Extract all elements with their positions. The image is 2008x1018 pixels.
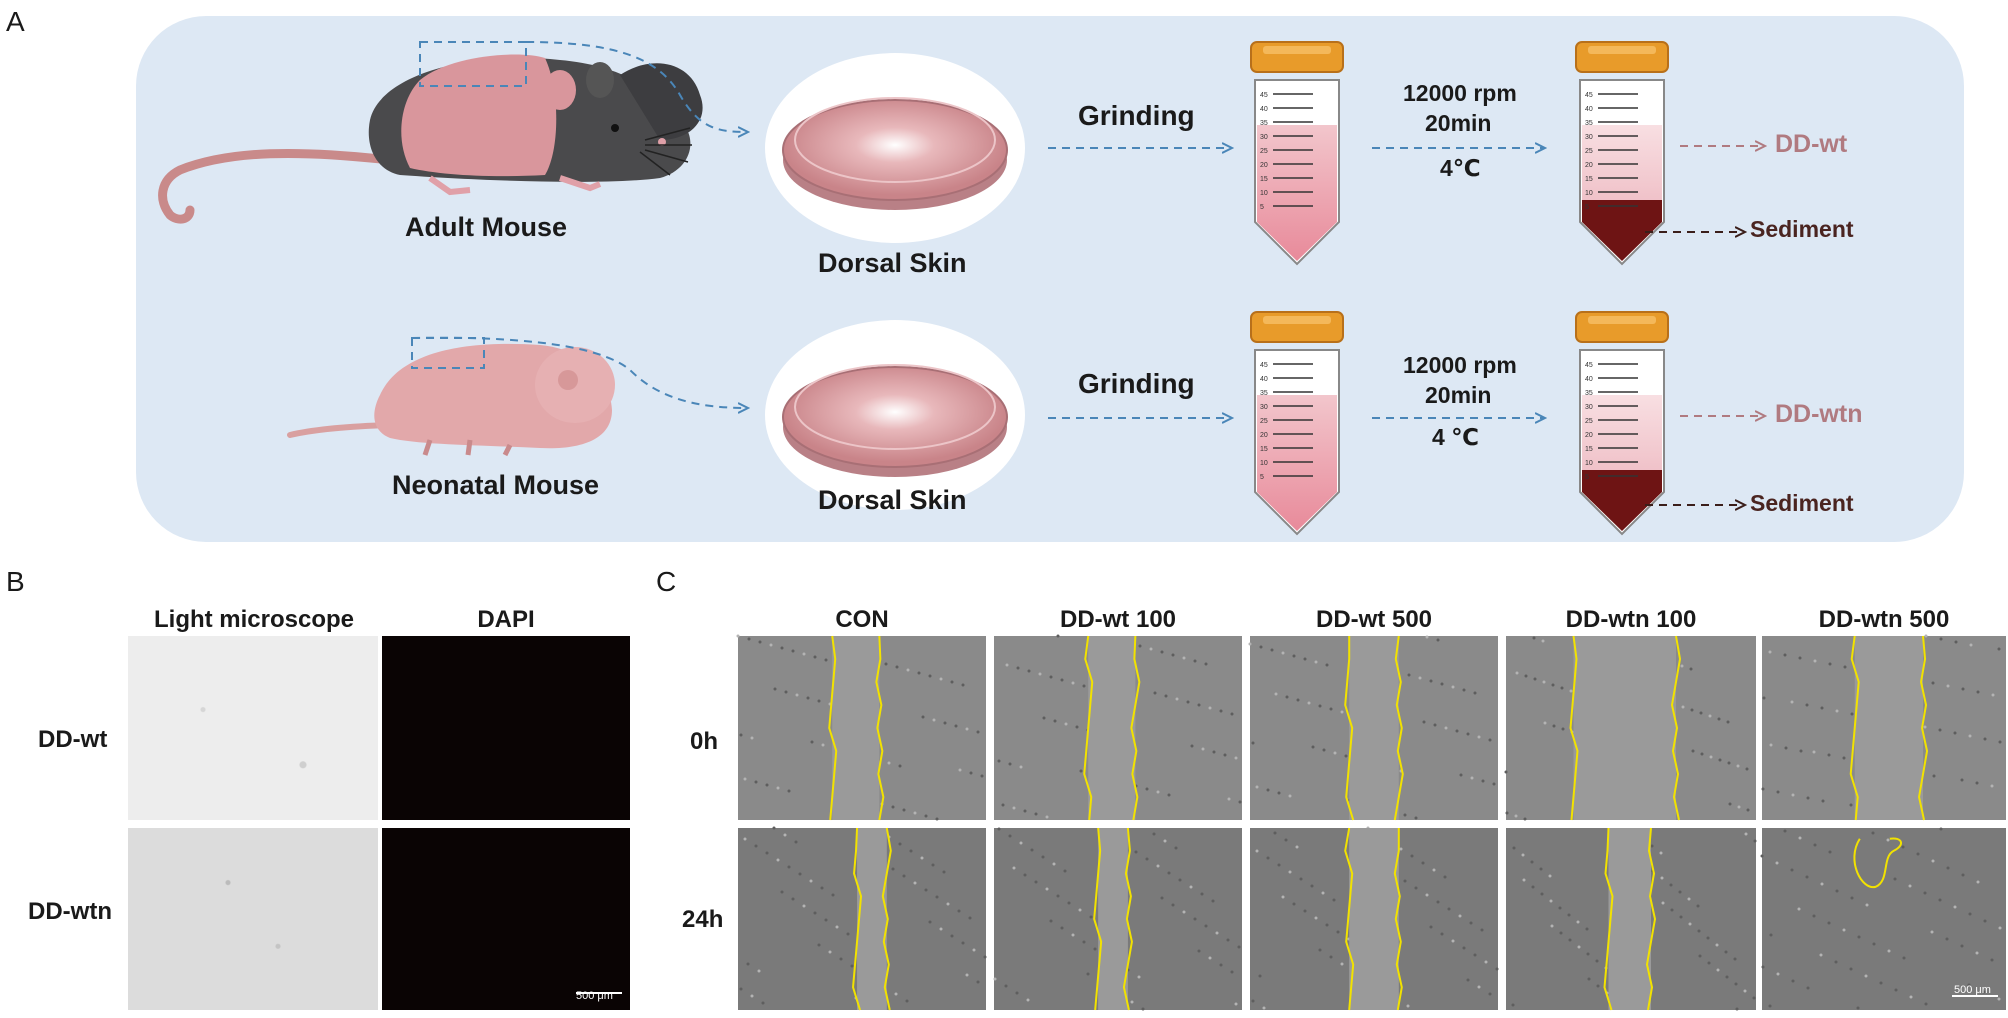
panel-b-col-dapi: DAPI bbox=[477, 606, 535, 633]
wound-image-0h-4 bbox=[1761, 634, 2006, 821]
svg-text:25: 25 bbox=[1585, 418, 1593, 425]
svg-text:35: 35 bbox=[1585, 390, 1593, 397]
adult-spin-speed: 12000 rpm bbox=[1403, 80, 1517, 106]
petri-dish-neonatal bbox=[765, 320, 1025, 510]
svg-text:15: 15 bbox=[1585, 176, 1593, 183]
neonatal-spin-time: 20min bbox=[1425, 382, 1492, 408]
svg-text:20: 20 bbox=[1585, 432, 1593, 439]
svg-text:10: 10 bbox=[1260, 460, 1268, 467]
svg-text:30: 30 bbox=[1260, 134, 1268, 141]
neonatal-dorsal-skin-label: Dorsal Skin bbox=[818, 485, 967, 515]
svg-text:40: 40 bbox=[1260, 106, 1268, 113]
dd-wt-output-label: DD-wt bbox=[1775, 130, 1848, 158]
panel-label-b: B bbox=[6, 566, 25, 597]
svg-text:30: 30 bbox=[1585, 134, 1593, 141]
adult-mouse-label: Adult Mouse bbox=[405, 212, 567, 242]
tube-neonatal-centrifuged: 45 40 35 30 25 20 15 10 5 bbox=[1575, 311, 1669, 536]
panel-b-scale-label: 500 μm bbox=[576, 990, 613, 1002]
svg-text:25: 25 bbox=[1260, 148, 1268, 155]
svg-text:35: 35 bbox=[1260, 390, 1268, 397]
tube-neonatal-lysate: 45 40 35 30 25 20 15 10 5 bbox=[1250, 311, 1344, 536]
neonatal-mouse-illustration bbox=[287, 343, 615, 457]
tube-adult-lysate: 45 40 35 30 25 20 15 10 5 bbox=[1250, 41, 1344, 266]
wound-image-0h-3 bbox=[1504, 635, 1756, 821]
wound-image-24h-4 bbox=[1760, 827, 2006, 1010]
adult-to-dish-arrow bbox=[525, 41, 748, 132]
adult-dorsal-skin-label: Dorsal Skin bbox=[818, 248, 967, 278]
light-microscope-image-ddwt bbox=[128, 636, 378, 820]
svg-text:35: 35 bbox=[1585, 120, 1593, 127]
svg-text:25: 25 bbox=[1585, 148, 1593, 155]
panel-c-col-3: DD-wtn 100 bbox=[1565, 606, 1697, 633]
svg-text:45: 45 bbox=[1260, 92, 1268, 99]
panel-b-row-ddwtn: DD-wtn bbox=[28, 898, 112, 925]
svg-text:20: 20 bbox=[1260, 432, 1268, 439]
wound-image-24h-0 bbox=[738, 826, 987, 1011]
svg-text:25: 25 bbox=[1260, 418, 1268, 425]
svg-text:45: 45 bbox=[1585, 362, 1593, 369]
svg-text:30: 30 bbox=[1260, 404, 1268, 411]
adult-mouse-illustration bbox=[158, 54, 703, 224]
tube-adult-centrifuged: 45 40 35 30 25 20 15 10 5 bbox=[1575, 41, 1669, 266]
svg-text:20: 20 bbox=[1585, 162, 1593, 169]
panel-label-c: C bbox=[656, 566, 677, 597]
neonatal-mouse-label: Neonatal Mouse bbox=[392, 470, 600, 500]
svg-text:10: 10 bbox=[1585, 190, 1593, 197]
wound-image-24h-2 bbox=[1250, 826, 1499, 1011]
adult-sediment-label: Sediment bbox=[1750, 216, 1854, 242]
panel-label-a: A bbox=[6, 6, 25, 37]
panel-c-row-0h: 0h bbox=[690, 728, 719, 755]
panel-c-col-0: CON bbox=[835, 606, 889, 633]
adult-spin-time: 20min bbox=[1425, 110, 1492, 136]
centrifuge-tubes: 45 40 35 30 25 20 15 10 5 45 40 35 30 25 20 15 10 5 45 40 35… bbox=[1250, 41, 1669, 536]
svg-text:30: 30 bbox=[1585, 404, 1593, 411]
svg-text:5: 5 bbox=[1585, 474, 1589, 481]
svg-text:45: 45 bbox=[1585, 92, 1593, 99]
dd-wtn-output-label: DD-wtn bbox=[1775, 400, 1863, 428]
neonatal-grinding-label: Grinding bbox=[1078, 368, 1195, 399]
svg-text:35: 35 bbox=[1260, 120, 1268, 127]
neonatal-spin-speed: 12000 rpm bbox=[1403, 352, 1517, 378]
panel-a-diagram: 45 40 35 30 25 20 15 10 5 45 40 35 30 25 20 15 10 5 45 40 35… bbox=[136, 16, 1964, 542]
neonatal-sediment-label: Sediment bbox=[1750, 490, 1854, 516]
svg-text:40: 40 bbox=[1260, 376, 1268, 383]
panel-c-row-24h: 24h bbox=[682, 906, 724, 933]
adult-sample-region bbox=[419, 41, 527, 87]
svg-text:20: 20 bbox=[1260, 162, 1268, 169]
svg-text:15: 15 bbox=[1260, 176, 1268, 183]
wound-image-24h-3 bbox=[1506, 827, 1757, 1011]
svg-text:5: 5 bbox=[1585, 204, 1589, 211]
panel-c-col-4: DD-wtn 500 bbox=[1818, 606, 1950, 633]
svg-text:10: 10 bbox=[1260, 190, 1268, 197]
wound-image-24h-1 bbox=[993, 827, 1242, 1011]
light-microscope-image-ddwtn bbox=[128, 828, 378, 1010]
panel-c-scale-label: 500 μm bbox=[1954, 984, 1991, 996]
adult-grinding-label: Grinding bbox=[1078, 100, 1195, 131]
svg-text:5: 5 bbox=[1260, 474, 1264, 481]
petri-dish-adult bbox=[765, 53, 1025, 243]
svg-text:15: 15 bbox=[1585, 446, 1593, 453]
dapi-image-ddwt bbox=[382, 636, 630, 820]
svg-text:45: 45 bbox=[1260, 362, 1268, 369]
panel-b-col-light: Light microscope bbox=[153, 606, 355, 633]
svg-text:40: 40 bbox=[1585, 106, 1593, 113]
svg-text:10: 10 bbox=[1585, 460, 1593, 467]
panel-b-scale-bar bbox=[576, 992, 622, 994]
svg-text:15: 15 bbox=[1260, 446, 1268, 453]
wound-image-0h-2 bbox=[1248, 635, 1498, 821]
panel-c-col-1: DD-wt 100 bbox=[1059, 606, 1177, 633]
neonatal-to-dish-arrow bbox=[411, 336, 748, 408]
adult-temperature: 4℃ bbox=[1440, 155, 1481, 181]
svg-text:40: 40 bbox=[1585, 376, 1593, 383]
panel-b-row-ddwt: DD-wt bbox=[38, 726, 108, 753]
panel-c-col-2: DD-wt 500 bbox=[1315, 606, 1433, 633]
panel-c-scale-bar: 500 μm bbox=[1952, 984, 1998, 997]
neonatal-temperature: 4 ℃ bbox=[1432, 424, 1480, 450]
svg-text:5: 5 bbox=[1260, 204, 1264, 211]
wound-image-0h-0 bbox=[736, 634, 986, 821]
wound-image-0h-1 bbox=[994, 634, 1242, 821]
dapi-image-ddwtn bbox=[382, 828, 630, 1010]
